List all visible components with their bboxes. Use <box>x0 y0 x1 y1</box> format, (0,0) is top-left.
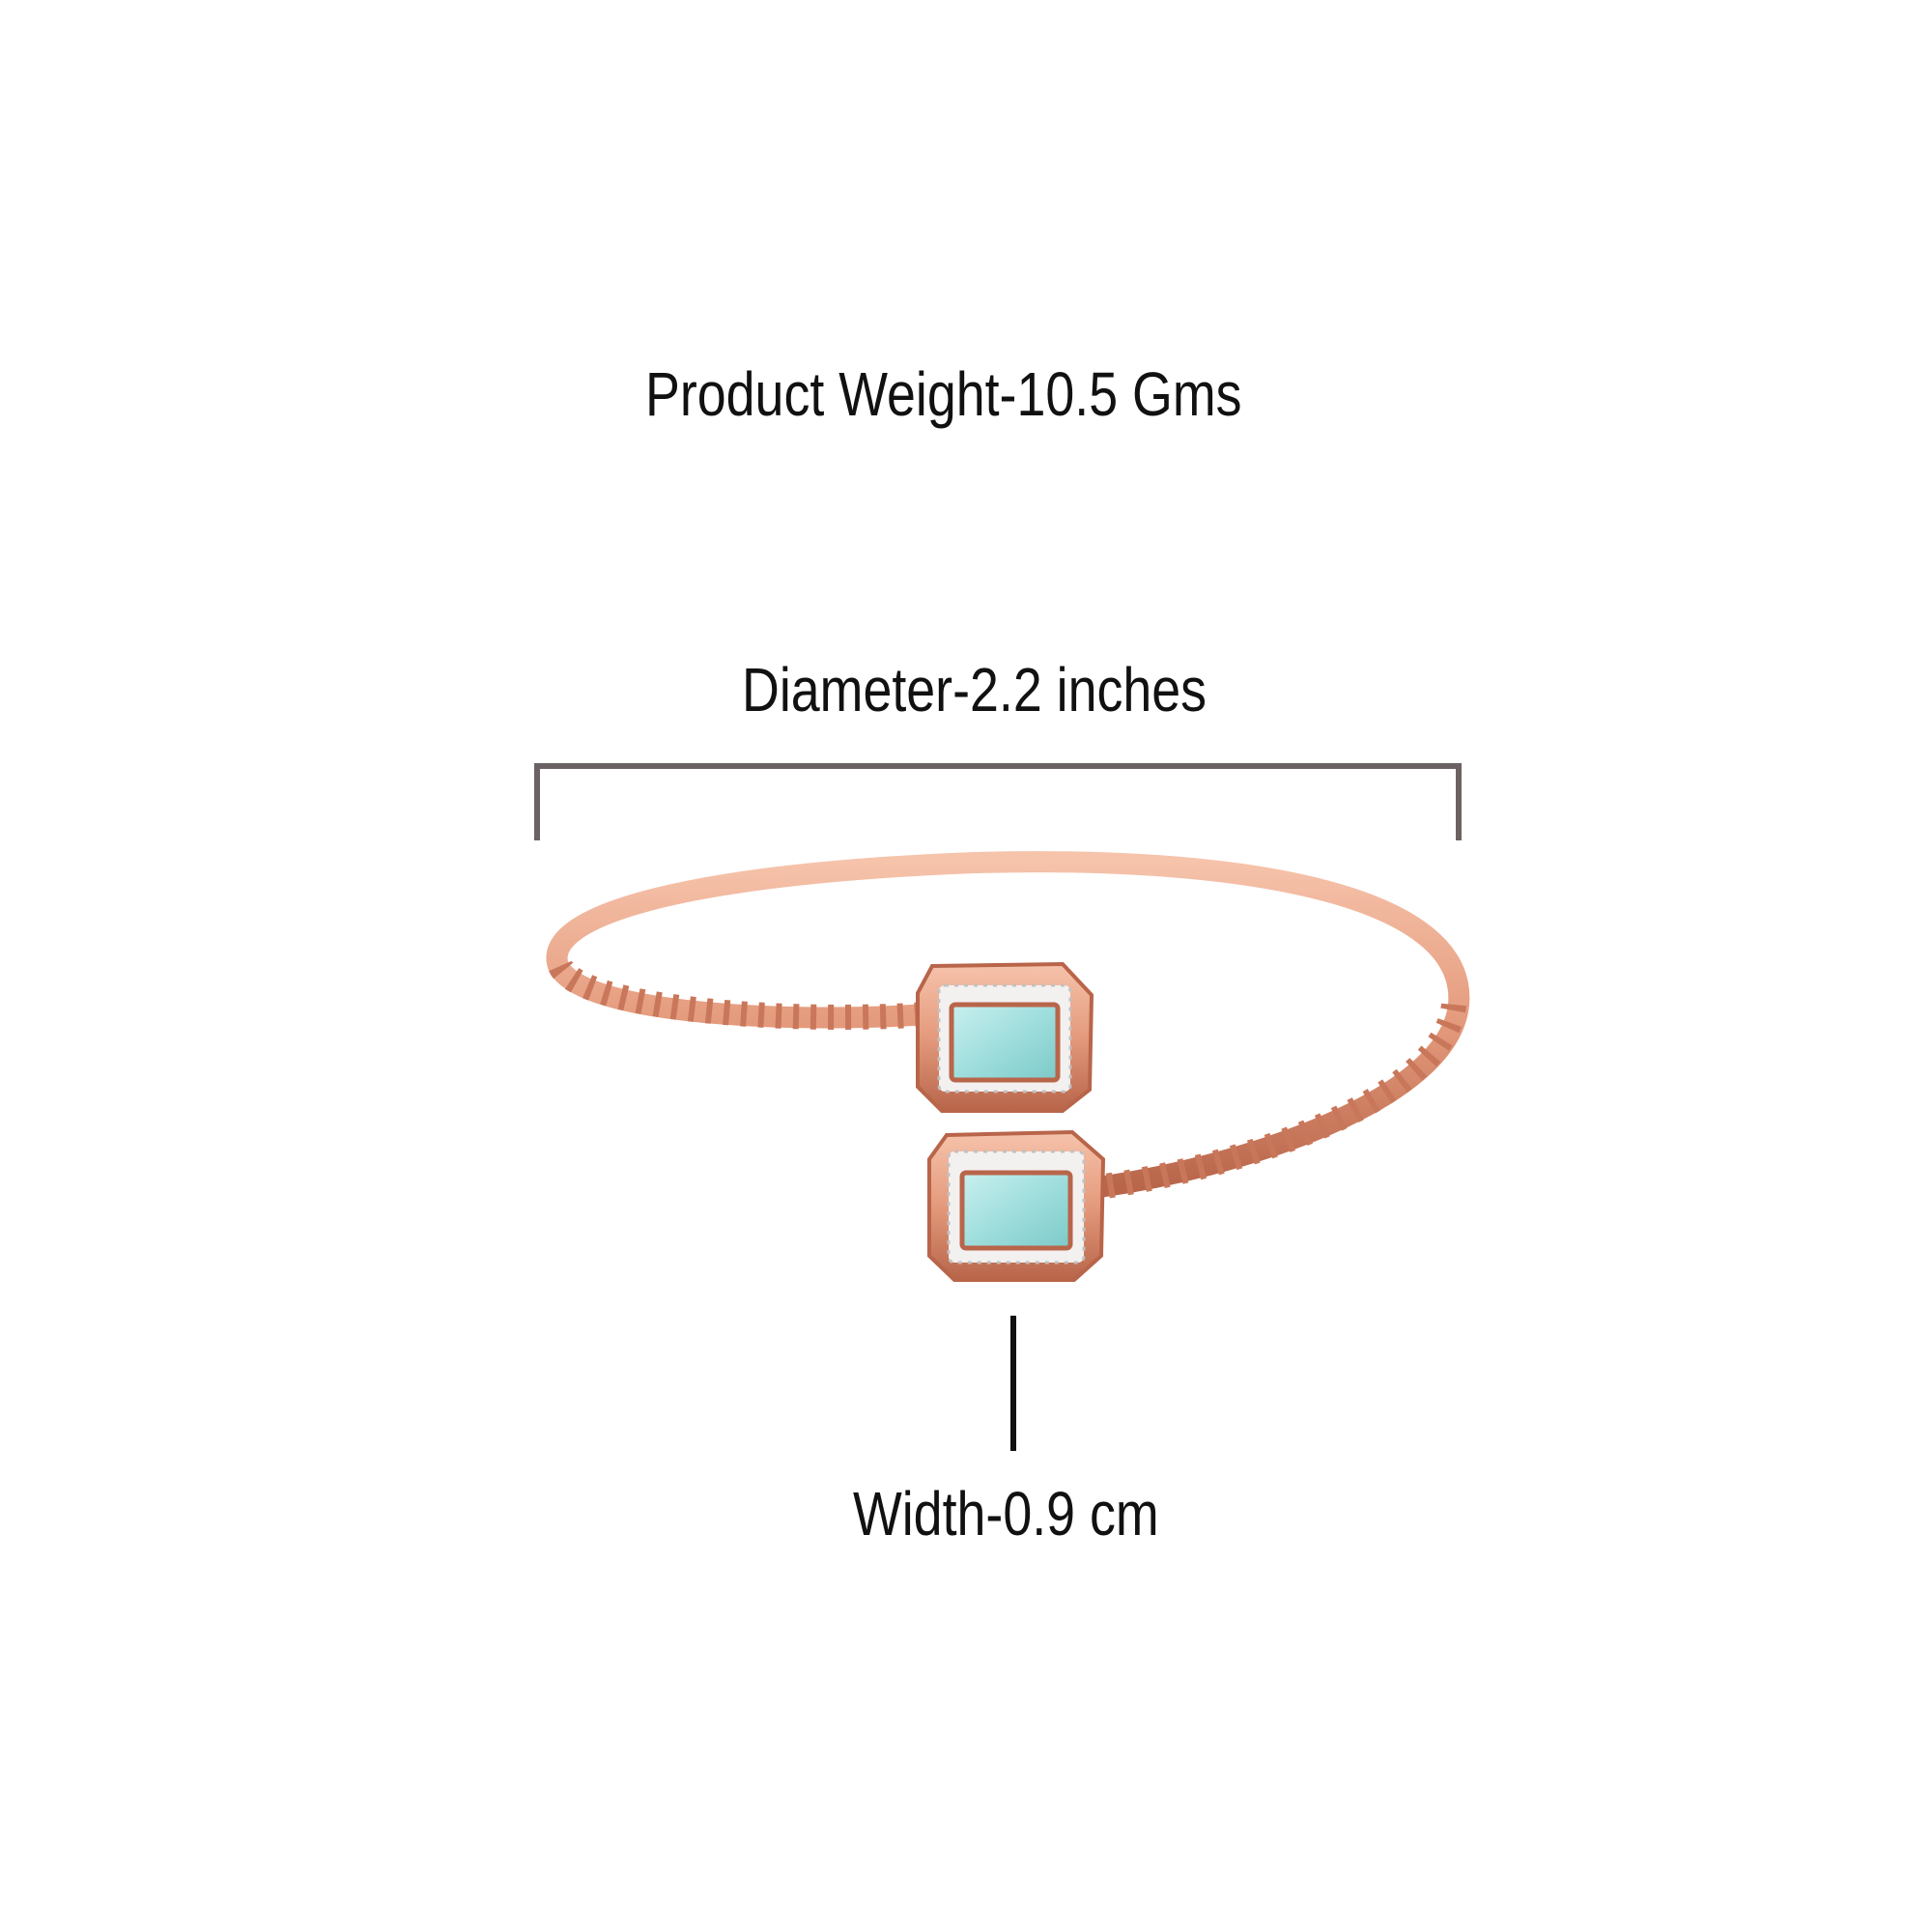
width-label: Width-0.9 cm <box>853 1479 1159 1548</box>
lower-stone-setting <box>927 1129 1106 1282</box>
diameter-bracket <box>534 763 1462 840</box>
bracelet-image <box>546 851 1470 1282</box>
upper-stone-setting <box>916 961 1094 1113</box>
diameter-label: Diameter-2.2 inches <box>742 655 1208 724</box>
product-weight-label: Product Weight-10.5 Gms <box>645 359 1242 429</box>
